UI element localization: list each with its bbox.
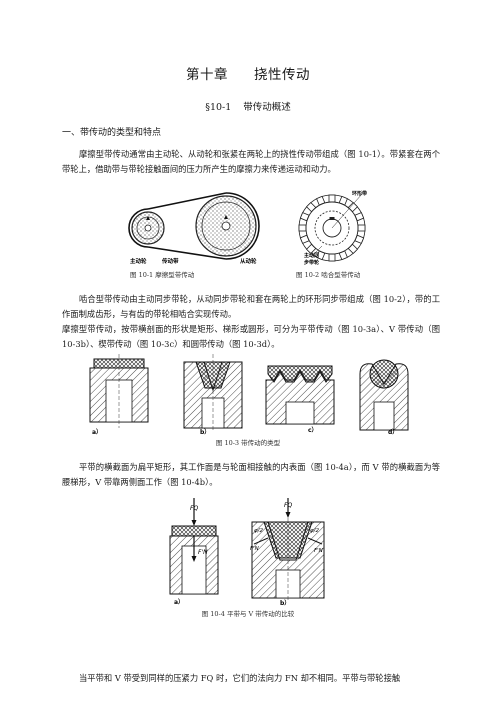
section-name: 带传动概述 (243, 102, 291, 113)
caption-fig-10-1: 图 10-1 摩擦型带传动 (130, 271, 195, 279)
section-number: §10-1 (205, 102, 232, 113)
belt-tooth (328, 253, 336, 262)
belt-tooth (347, 201, 359, 213)
label-fig4-a: a） (174, 598, 184, 606)
label-belt: 传动带 (161, 257, 179, 265)
label-fq-a: FQ (190, 505, 198, 512)
figure-belt-types: a） b） c） d） (89, 354, 409, 436)
label-ring-belt: 环形带 (352, 190, 367, 197)
label-fn-right: F'N (314, 548, 323, 554)
v-belt-force-diagram (251, 498, 325, 602)
chapter-title: 第十章 挠性传动 (0, 63, 496, 83)
figure-toothed-belt-drive: 环形带 主动同 步带轮 (298, 190, 367, 266)
label-c: c） (308, 426, 318, 434)
flat-belt-force-diagram (169, 498, 219, 595)
heading-belt-types: 一、带传动的类型和特点 (62, 128, 162, 138)
label-phi-right: φ/2 (310, 528, 319, 534)
label-d: d） (388, 428, 398, 436)
paragraph-force-comparison: 当平带和 V 带受到同样的压紧力 FQ 时，它们的法向力 FN 却不相同。平带与… (79, 673, 401, 683)
chapter-name: 挠性传动 (254, 67, 310, 83)
caption-fig-10-3: 图 10-3 带传动的类型 (215, 439, 281, 447)
paragraph-friction-belt: 摩擦型带传动通常由主动轮、从动轮和张紧在两轮上的挠性传动带组成（图 10-1）。… (62, 149, 440, 174)
label-fq-b: FQ (284, 502, 292, 509)
chapter-number: 第十章 (186, 67, 228, 83)
label-driver-sync-2: 步带轮 (304, 259, 319, 266)
label-b: b） (200, 428, 210, 436)
label-driven: 从动轮 (240, 257, 257, 265)
figure-friction-belt-drive: 主动轮 传动带 从动轮 (128, 192, 260, 265)
paragraph-belt-classification: 摩擦型带传动，按带横剖面的形状是矩形、梯形或圆形，可分为平带传动（图 10-3a… (62, 324, 440, 349)
belt-tooth (328, 194, 336, 203)
caption-fig-10-2: 图 10-2 啮合型带传动 (296, 271, 361, 279)
belt-tooth (347, 243, 359, 255)
round-belt-section (359, 359, 409, 431)
v-belt-section (183, 354, 243, 432)
label-a: a） (92, 428, 102, 436)
figure-flat-vs-v-belt: FQ F'N a） FQ φ/2 φ/2 F'N F'N b） (169, 498, 325, 606)
section-title: §10-1 带传动概述 (0, 99, 496, 113)
belt-tooth (305, 201, 317, 213)
belt-tooth (357, 224, 366, 232)
flat-belt-section (89, 354, 149, 428)
label-fig4-b: b） (280, 599, 290, 606)
paragraph-toothed-belt: 啮合型带传动由主动同步带轮，从动同步带轮和套在两轮上的环形同步带组成（图 10-… (62, 294, 440, 319)
label-driver-sync-1: 主动同 (304, 252, 319, 259)
caption-fig-10-4: 图 10-4 平带与 V 带传动的比较 (201, 610, 295, 618)
ribbed-belt-section (265, 365, 335, 425)
label-driver: 主动轮 (130, 257, 147, 265)
paragraph-cross-section: 平带的横截面为扁平矩形，其工作面是与轮面相接触的内表面（图 10-4a），而 V… (62, 462, 440, 487)
label-fn-left: F'N (250, 546, 259, 552)
label-phi-left: φ/2 (254, 528, 263, 534)
label-fn-a: F'N (198, 549, 208, 556)
belt (147, 192, 227, 260)
belt-tooth (298, 224, 307, 232)
